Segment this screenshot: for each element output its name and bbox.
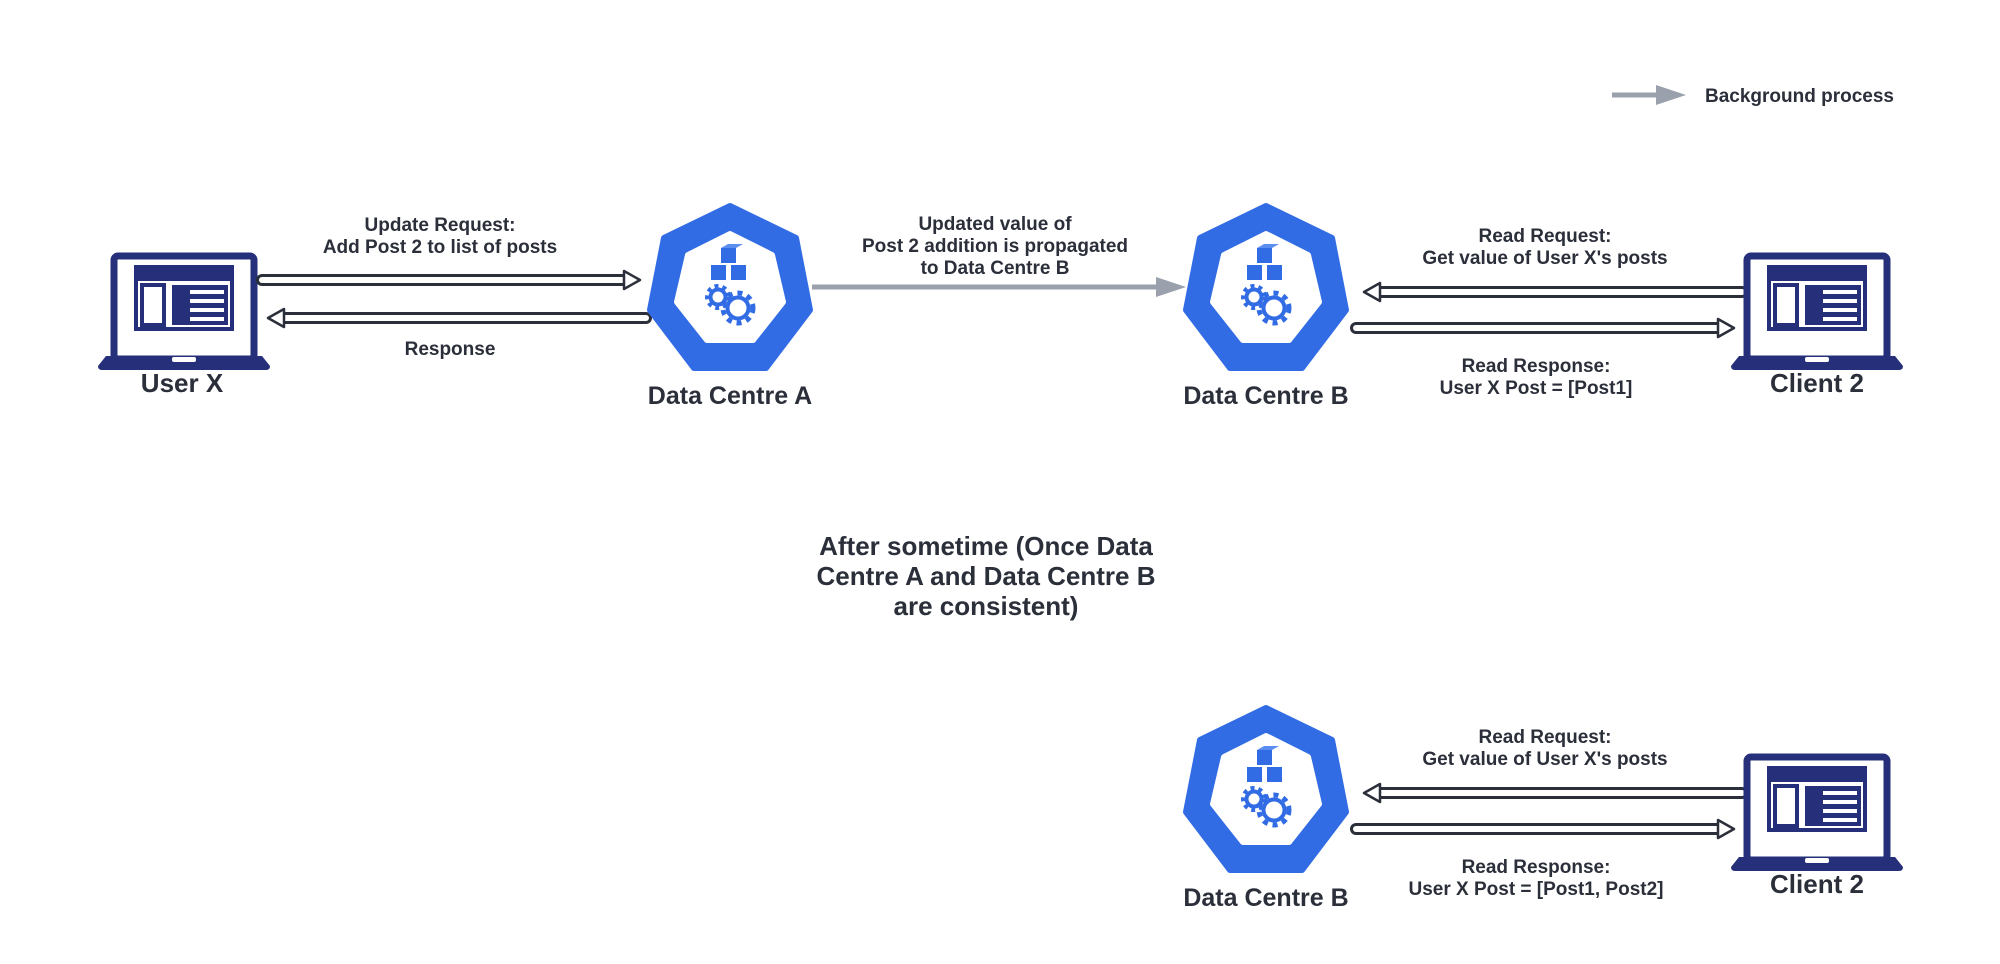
edge-label-read-response-bottom-1: Read Response:	[1462, 857, 1611, 878]
node-user-x: User X	[98, 256, 270, 398]
node-label-data-centre-a: Data Centre A	[648, 382, 812, 410]
legend: Background process	[1612, 85, 1894, 107]
laptop-icon	[98, 256, 270, 370]
arrow-left	[268, 309, 646, 327]
edge-read-response-bottom: Read Response: User X Post = [Post1, Pos…	[1356, 820, 1734, 900]
kubernetes-icon	[1186, 206, 1346, 368]
propagation-arrow-head	[1156, 277, 1186, 297]
edge-label-update-request-1: Update Request:	[365, 215, 516, 236]
node-data-centre-b-bottom: Data Centre B	[1183, 708, 1348, 912]
note-line-3: are consistent)	[894, 591, 1079, 621]
note-line-1: After sometime (Once Data	[819, 531, 1153, 561]
laptop-icon	[1731, 256, 1903, 370]
legend-label: Background process	[1705, 86, 1894, 107]
node-client-2-top: Client 2	[1731, 256, 1903, 398]
edge-label-read-response-top-1: Read Response:	[1462, 356, 1611, 377]
laptop-icon	[1731, 757, 1903, 871]
edge-label-read-request-top-2: Get value of User X's posts	[1422, 248, 1667, 269]
edge-label-read-request-bottom-1: Read Request:	[1478, 727, 1611, 748]
edge-update-request: Update Request: Add Post 2 to list of po…	[262, 215, 640, 289]
node-data-centre-a: Data Centre A	[648, 206, 812, 410]
edge-read-response-top: Read Response: User X Post = [Post1]	[1356, 319, 1734, 399]
arrow-right	[1356, 820, 1734, 838]
arrow-left	[1364, 283, 1742, 301]
edge-label-propagation-3: to Data Centre B	[921, 258, 1070, 279]
kubernetes-icon	[650, 206, 810, 368]
legend-arrow-head	[1656, 85, 1686, 105]
edge-label-read-request-top-1: Read Request:	[1478, 226, 1611, 247]
edge-label-propagation-2: Post 2 addition is propagated	[862, 236, 1128, 257]
node-label-user-x: User X	[141, 368, 224, 398]
edge-read-request-bottom: Read Request: Get value of User X's post…	[1364, 727, 1742, 802]
edge-label-read-response-top-2: User X Post = [Post1]	[1440, 378, 1633, 399]
edge-label-update-request-2: Add Post 2 to list of posts	[323, 237, 557, 258]
node-label-client-2-bottom: Client 2	[1770, 869, 1864, 899]
edge-read-request-top: Read Request: Get value of User X's post…	[1364, 226, 1742, 301]
arrow-right	[1356, 319, 1734, 337]
kubernetes-icon	[1186, 708, 1346, 870]
note-line-2: Centre A and Data Centre B	[816, 561, 1155, 591]
edge-label-response: Response	[405, 339, 496, 360]
arrow-right	[262, 271, 640, 289]
node-client-2-bottom: Client 2	[1731, 757, 1903, 899]
arrow-left	[1364, 784, 1742, 802]
node-label-client-2-top: Client 2	[1770, 368, 1864, 398]
node-label-data-centre-b-top: Data Centre B	[1183, 382, 1348, 410]
edge-label-read-response-bottom-2: User X Post = [Post1, Post2]	[1409, 879, 1664, 900]
edge-response: Response	[268, 309, 646, 360]
edge-propagation: Updated value of Post 2 addition is prop…	[812, 214, 1186, 297]
consistency-note: After sometime (Once Data Centre A and D…	[816, 531, 1155, 621]
node-label-data-centre-b-bottom: Data Centre B	[1183, 884, 1348, 912]
edge-label-read-request-bottom-2: Get value of User X's posts	[1422, 749, 1667, 770]
edge-label-propagation-1: Updated value of	[918, 214, 1072, 235]
node-data-centre-b-top: Data Centre B	[1183, 206, 1348, 410]
